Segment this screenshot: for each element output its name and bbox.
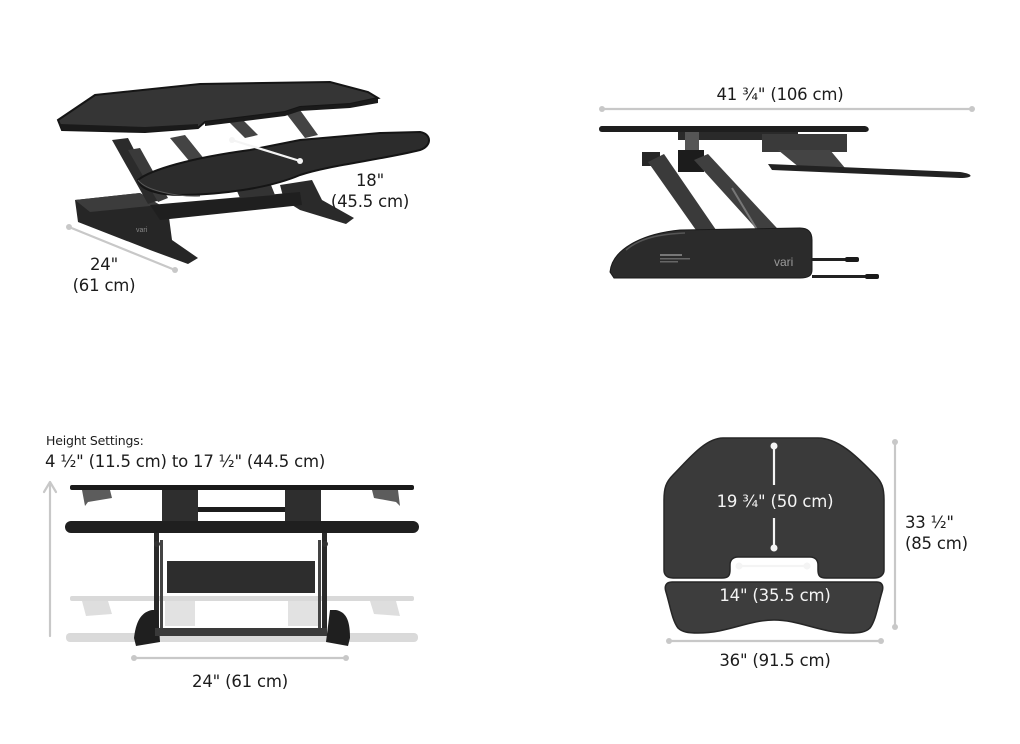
perspective-desk-illustration: vari — [56, 80, 430, 273]
base-depth-inches: 24" — [90, 255, 118, 274]
cutout-width-label: 14" (35.5 cm) — [719, 586, 831, 605]
perspective-view: vari 18" (45.5 cm) 24" (61 cm) — [0, 0, 500, 320]
height-settings-title: Height Settings: — [46, 433, 144, 448]
keyboard-depth-label: 18" (45.5 cm) — [330, 170, 410, 212]
base-depth-cm: (61 cm) — [72, 276, 136, 295]
vari-logo: vari — [136, 227, 148, 234]
overall-depth-label: 41 ¾" (106 cm) — [716, 85, 844, 104]
height-range-label: 4 ½" (11.5 cm) to 17 ½" (44.5 cm) — [45, 452, 326, 471]
keyboard-depth-line — [231, 138, 301, 163]
base-depth-line — [67, 225, 177, 272]
side-desk-illustration: vari — [599, 106, 975, 279]
top-desk-illustration — [663, 437, 898, 644]
front-desk-illustration — [42, 480, 419, 661]
base-depth-label: 24" (61 cm) — [68, 254, 140, 296]
top-view: 19 ¾" (50 cm) 14" (35.5 cm) 36" (91.5 cm… — [500, 420, 1020, 744]
overall-depth-label: 33 ½" (85 cm) — [905, 512, 968, 554]
base-width-label: 24" (61 cm) — [192, 672, 288, 691]
overall-width-label: 36" (91.5 cm) — [719, 651, 831, 670]
desktop-depth-label: 19 ¾" (50 cm) — [716, 492, 834, 511]
keyboard-depth-inches: 18" — [356, 171, 384, 190]
vari-logo: vari — [774, 255, 793, 269]
up-arrow-icon — [42, 480, 58, 494]
side-view: 41 ¾" (106 cm) vari — [500, 0, 1020, 320]
front-view: Height Settings: 4 ½" (11.5 cm) to 17 ½"… — [0, 420, 500, 744]
keyboard-depth-cm: (45.5 cm) — [330, 192, 410, 211]
desktop-surface — [663, 437, 885, 579]
overall-depth-inches: 33 ½" — [905, 513, 954, 532]
overall-depth-cm: (85 cm) — [905, 534, 968, 553]
keyboard-tray-surface — [664, 581, 884, 634]
